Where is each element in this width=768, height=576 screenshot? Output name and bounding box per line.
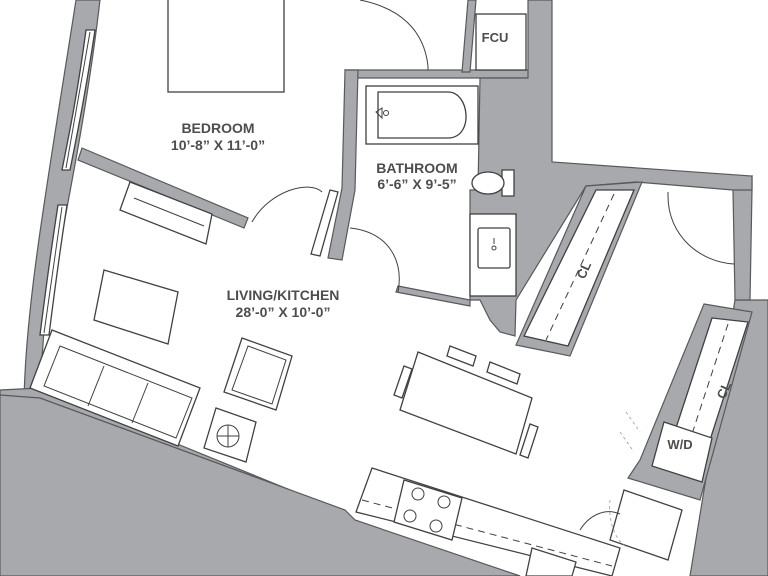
bottom-wall-cover — [0, 394, 521, 576]
sofa-inner — [43, 345, 193, 439]
bathroom-bottom-wall — [395, 285, 471, 307]
bedroom-door-arc — [359, 0, 429, 67]
bathroom-left-wall — [327, 69, 359, 261]
dining-chair-3 — [393, 365, 413, 399]
kitchen-sink — [525, 547, 577, 576]
room-labels: BEDROOM 10’-8” X 11’-0” BATHROOM 6’-6” X… — [171, 120, 458, 320]
living-door-arc — [251, 186, 323, 223]
side-table — [203, 407, 257, 463]
closet-1 — [523, 189, 635, 347]
fridge-door-arc — [579, 511, 621, 531]
bed — [167, 0, 285, 93]
washer-dryer — [651, 421, 713, 483]
fcu-wall — [461, 0, 477, 73]
refrigerator — [609, 489, 683, 561]
washer-dryer-label: W/D — [667, 437, 692, 452]
entry-door-arc — [667, 195, 735, 265]
toilet-bowl — [471, 171, 505, 195]
dining-chair-2 — [486, 361, 521, 385]
bathroom-door-arc — [349, 227, 400, 293]
bathtub-basin — [377, 91, 467, 139]
bedroom-dims: 10’-8” X 11’-0” — [171, 137, 265, 153]
closets: CL CL W/D — [523, 189, 749, 549]
bedroom-area — [167, 0, 429, 93]
bathroom-area — [310, 85, 517, 297]
sink — [477, 227, 511, 269]
dining-chair-4 — [519, 423, 539, 459]
living-dims: 28’-0” X 10’-0” — [236, 304, 331, 320]
living-name: LIVING/KITCHEN — [227, 287, 340, 303]
bathroom-name: BATHROOM — [376, 160, 457, 176]
closet-2-label: CL — [714, 379, 735, 401]
tv-console — [119, 181, 213, 245]
sofa — [29, 329, 201, 447]
bedroom-name: BEDROOM — [181, 120, 254, 136]
bathroom-door-leaf — [310, 189, 339, 257]
bedroom-divider-wall — [77, 147, 249, 229]
bathroom-dims: 6’-6” X 9’-5” — [377, 176, 456, 192]
fcu-closet: FCU — [475, 13, 527, 71]
right-upper-exterior-wall — [732, 174, 753, 301]
coffee-table — [93, 269, 179, 345]
fcu-label: FCU — [482, 30, 509, 45]
bedroom-right-wall — [343, 69, 531, 79]
tub-drain-icon — [375, 107, 383, 120]
dining-table — [399, 351, 533, 455]
dining-chair-1 — [446, 345, 477, 367]
living-area — [29, 181, 539, 463]
kitchen-area — [355, 467, 683, 576]
closet-1-label: CL — [574, 259, 595, 281]
cooktop — [393, 479, 463, 541]
